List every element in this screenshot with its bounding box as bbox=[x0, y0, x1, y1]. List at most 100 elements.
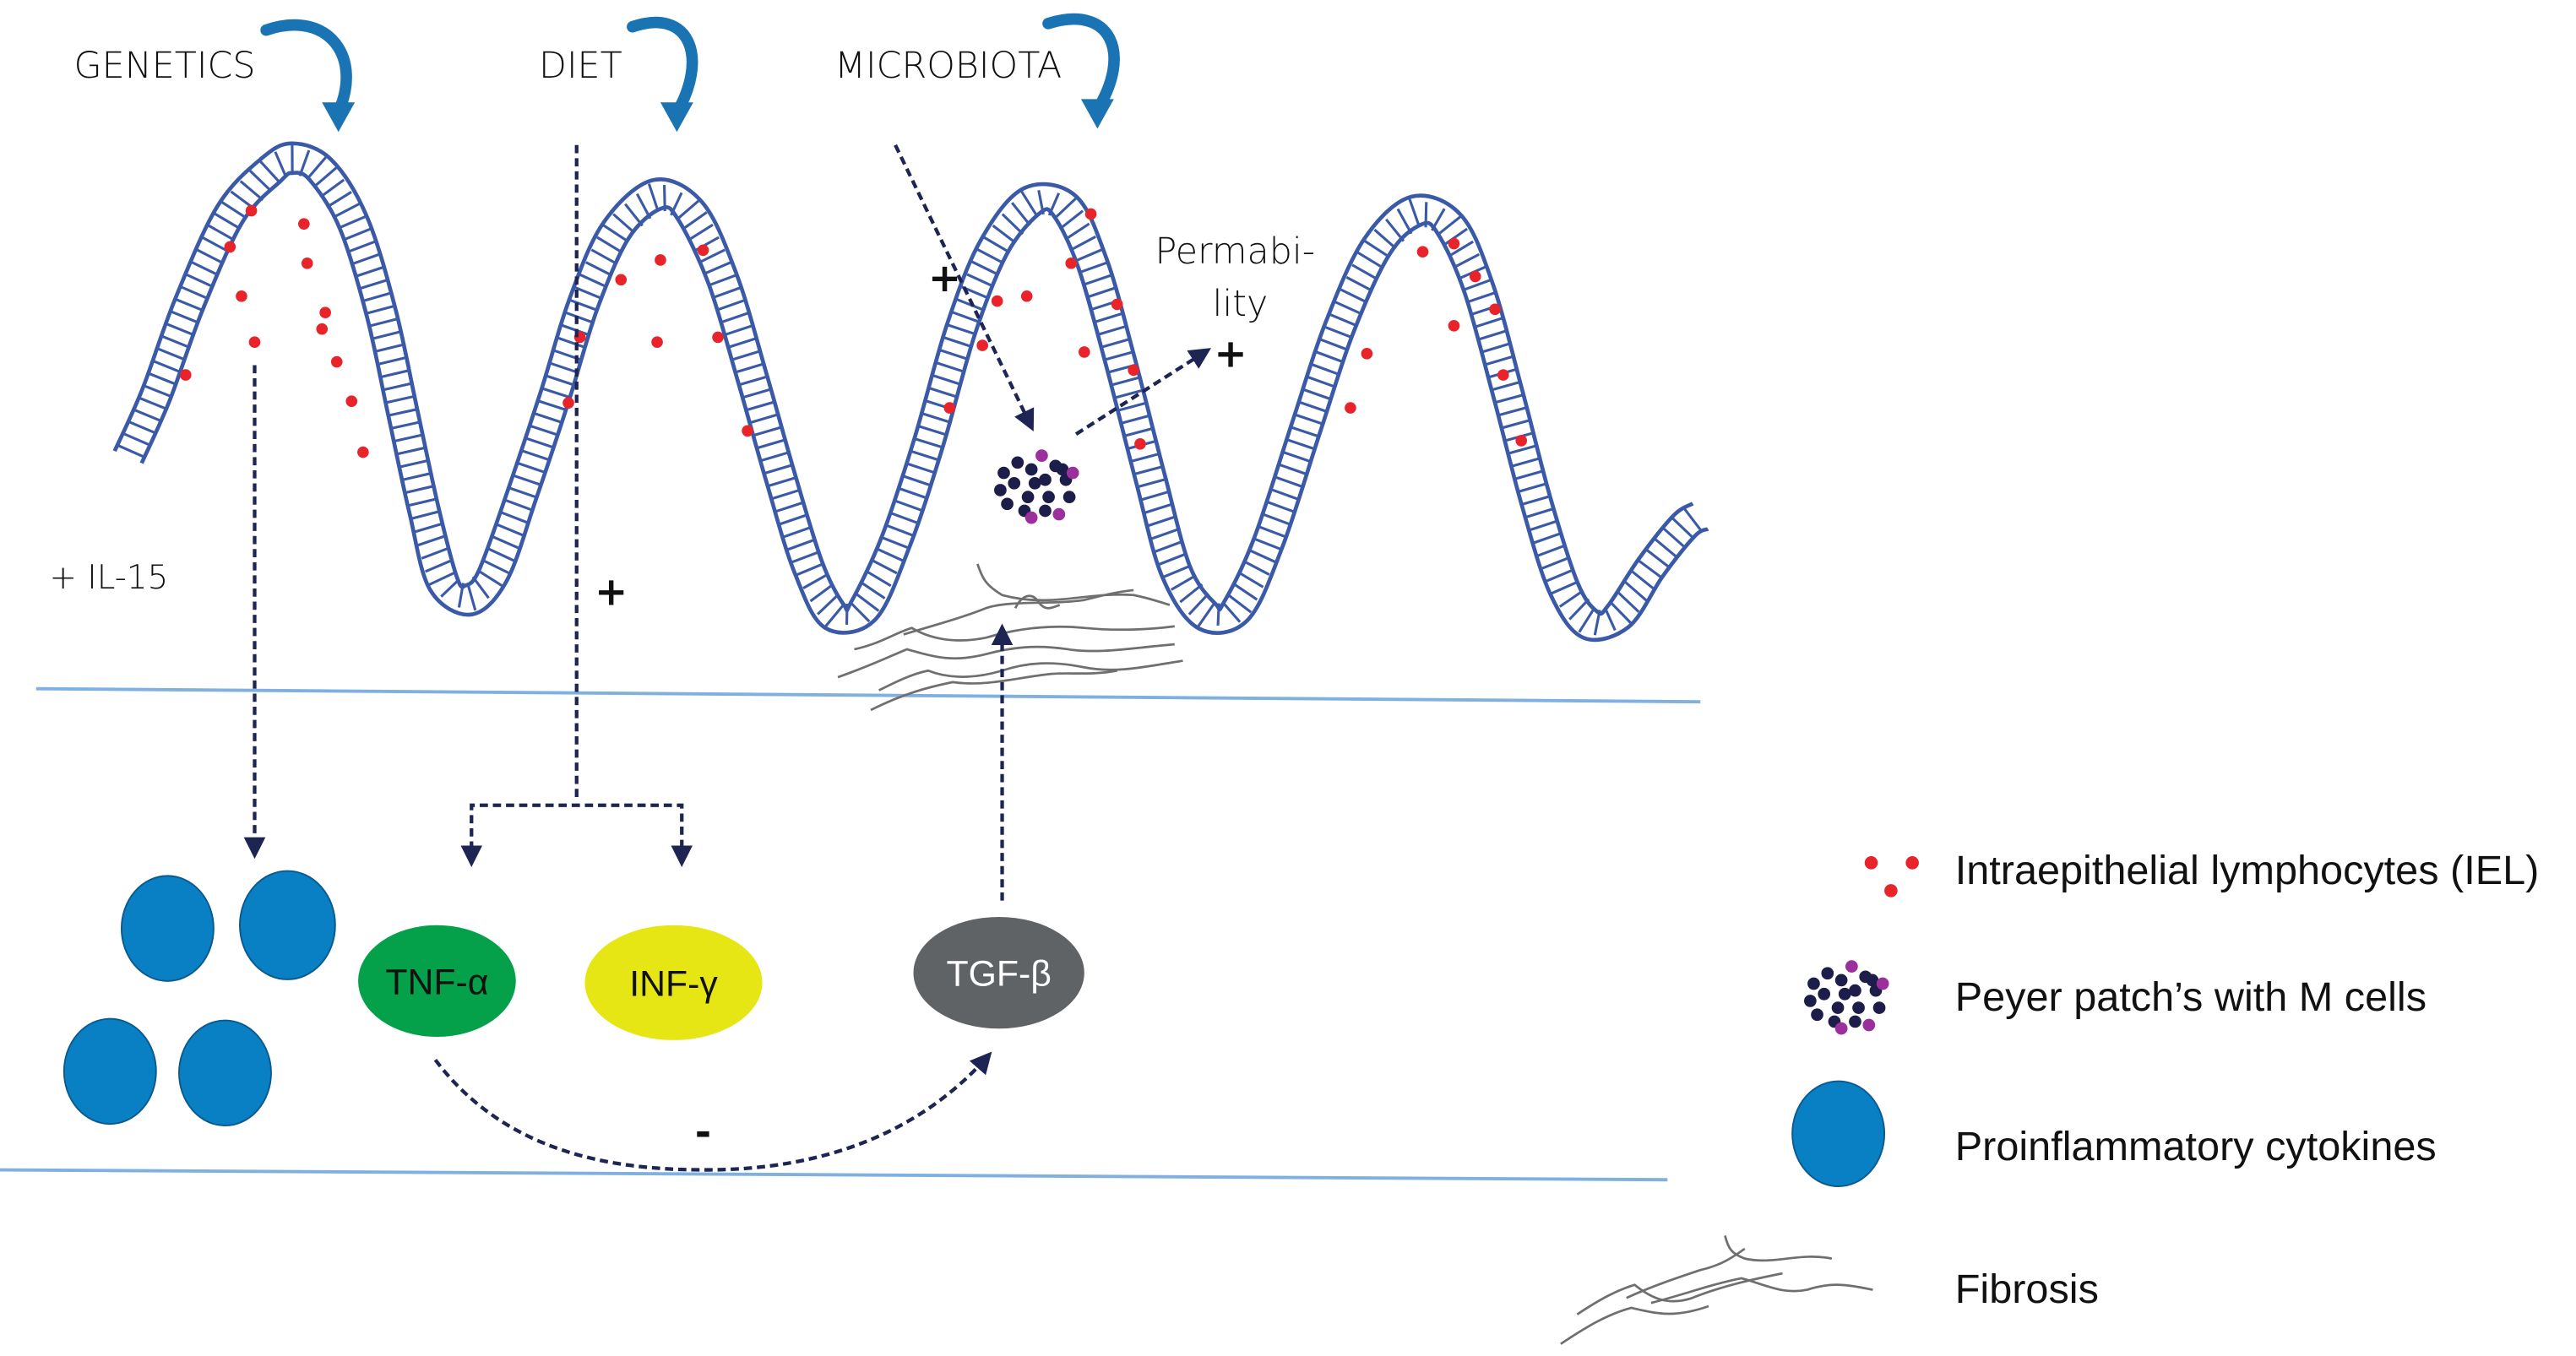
epithelial-cell-rung bbox=[579, 274, 608, 289]
epithelial-cell-rung bbox=[298, 149, 311, 176]
inhibition-minus-sign: - bbox=[695, 1109, 711, 1155]
epithelial-cell-rung bbox=[1140, 490, 1170, 502]
epithelial-cell-rung bbox=[374, 343, 404, 354]
epithelial-cell-rung bbox=[1187, 592, 1210, 616]
epithelial-cell-rung bbox=[529, 424, 558, 437]
epithelial-cell-rung bbox=[1001, 213, 1024, 236]
iel-dot bbox=[1489, 303, 1501, 316]
lymphoid-cell bbox=[1024, 463, 1038, 476]
legend-label-proinflammatory: Proinflammatory cytokines bbox=[1955, 1124, 2437, 1169]
epithelial-cell-rung bbox=[1093, 312, 1123, 324]
epithelial-cell-rung bbox=[590, 248, 618, 266]
epithelial-cell-rung bbox=[1253, 537, 1282, 551]
epithelial-cell-rung bbox=[1117, 401, 1147, 412]
epithelial-cell-rung bbox=[549, 361, 579, 374]
epithelial-cell-rung bbox=[881, 535, 910, 550]
tnf-alpha-label: TNF-α bbox=[385, 962, 488, 1002]
iel-dot bbox=[319, 306, 331, 319]
epithelial-cell-rung bbox=[1463, 278, 1492, 291]
il15-label: + IL-15 bbox=[49, 559, 168, 597]
epithelial-cell-rung bbox=[976, 247, 1004, 264]
epithelial-cell-rung bbox=[1329, 312, 1357, 328]
epithelial-cell-rung bbox=[208, 224, 236, 241]
epithelial-cell-rung bbox=[1385, 218, 1405, 242]
epithelial-cell-rung bbox=[1101, 338, 1130, 349]
epithelial-cell-rung bbox=[1059, 209, 1084, 231]
epithelial-cell-rung bbox=[524, 437, 554, 449]
lymphoid-cell bbox=[1834, 974, 1848, 987]
epithelial-cell-rung bbox=[1158, 552, 1187, 566]
proinflammatory-cytokines-cluster bbox=[62, 870, 336, 1127]
epithelial-cell-rung bbox=[1357, 251, 1384, 269]
epithelial-cell-rung bbox=[573, 285, 603, 300]
proinflammatory-cytokine-icon bbox=[1791, 1080, 1886, 1187]
microbiota-plus-sign: + bbox=[928, 256, 961, 301]
basement-membrane-line bbox=[35, 686, 1701, 704]
factor-label-microbiota: MICROBIOTA bbox=[834, 45, 1062, 87]
iel-dot bbox=[712, 331, 724, 344]
epithelial-cell-rung bbox=[849, 601, 871, 623]
epithelial-cell-rung bbox=[202, 236, 230, 253]
m-cell bbox=[1035, 449, 1048, 462]
iel-dot bbox=[301, 258, 313, 269]
m-cell bbox=[1862, 1018, 1876, 1032]
epithelial-cell-rung bbox=[407, 497, 437, 507]
epithelial-cell-rung bbox=[1351, 263, 1379, 281]
epithelial-cell-rung bbox=[759, 451, 790, 463]
epithelial-cell-rung bbox=[939, 349, 969, 361]
epithelial-cell-rung bbox=[783, 525, 812, 539]
epithelial-cell-rung bbox=[357, 279, 388, 290]
m-cell bbox=[1066, 466, 1079, 480]
tgf-beta-label: TGF-β bbox=[946, 954, 1051, 995]
epithelial-cell-rung bbox=[1623, 580, 1648, 602]
iel-dot bbox=[1448, 319, 1460, 332]
epithelial-cell-rung bbox=[1302, 388, 1332, 401]
epithelial-cell-rung bbox=[365, 304, 395, 315]
epithelial-cell-rung bbox=[1010, 202, 1031, 226]
epithelial-cell-rung bbox=[174, 297, 204, 312]
epithelial-cell-rung bbox=[791, 551, 820, 564]
epithelial-cell-rung bbox=[1645, 548, 1671, 569]
epithelial-cell-rung bbox=[481, 559, 510, 575]
epithelial-cell-rung bbox=[745, 400, 775, 412]
epithelial-cell-rung bbox=[1294, 413, 1323, 426]
epithelial-cell-rung bbox=[1221, 601, 1242, 623]
epithelial-cell-rung bbox=[943, 336, 972, 348]
epithelial-cell-rung bbox=[185, 273, 214, 289]
epithelial-cell-rung bbox=[905, 462, 935, 475]
epithelial-cell-rung bbox=[917, 425, 947, 437]
epithelial-cell-rung bbox=[1311, 363, 1340, 377]
epithelial-cell-rung bbox=[935, 361, 965, 373]
epithelial-cell-rung bbox=[1603, 606, 1617, 632]
epithelial-cell-rung bbox=[1593, 610, 1601, 636]
epithelial-cell-rung bbox=[1568, 598, 1590, 621]
epithelial-cell-rung bbox=[1247, 548, 1276, 563]
epithelial-cell-rung bbox=[568, 298, 598, 312]
epithelial-cell-rung bbox=[687, 223, 714, 242]
iel-dot bbox=[976, 339, 989, 351]
epithelial-cell-rung bbox=[1155, 540, 1184, 553]
lymphoid-cell bbox=[1042, 491, 1055, 503]
epithelial-cell-rung bbox=[1096, 325, 1127, 337]
epithelial-cell-rung bbox=[160, 334, 190, 349]
epithelial-cell-rung bbox=[239, 180, 264, 202]
epithelial-cell-rung bbox=[1242, 559, 1270, 576]
epithelial-cell-rung bbox=[213, 212, 241, 230]
epithelial-cell-rung bbox=[1340, 288, 1368, 304]
epithelial-cell-rung bbox=[698, 248, 726, 264]
m-cell bbox=[1024, 511, 1038, 524]
epithelial-cell-rung bbox=[982, 236, 1009, 253]
epithelial-cell-rung bbox=[147, 372, 177, 386]
factor-label-genetics: GENETICS bbox=[74, 45, 256, 87]
lymphoid-cell bbox=[1838, 987, 1851, 1001]
epithelial-cell-rung bbox=[663, 185, 666, 212]
epithelial-cell-rung bbox=[466, 583, 477, 611]
epithelial-cell-rung bbox=[306, 156, 327, 180]
m-cell bbox=[1876, 977, 1889, 990]
epithelial-cell-rung bbox=[371, 330, 401, 340]
epithelial-cell-rung bbox=[557, 336, 586, 350]
epithelial-cell-rung bbox=[1037, 189, 1045, 215]
epithelial-cell-rung bbox=[1020, 190, 1039, 217]
lymphoid-cell bbox=[994, 484, 1007, 496]
iel-dot bbox=[1469, 270, 1481, 283]
